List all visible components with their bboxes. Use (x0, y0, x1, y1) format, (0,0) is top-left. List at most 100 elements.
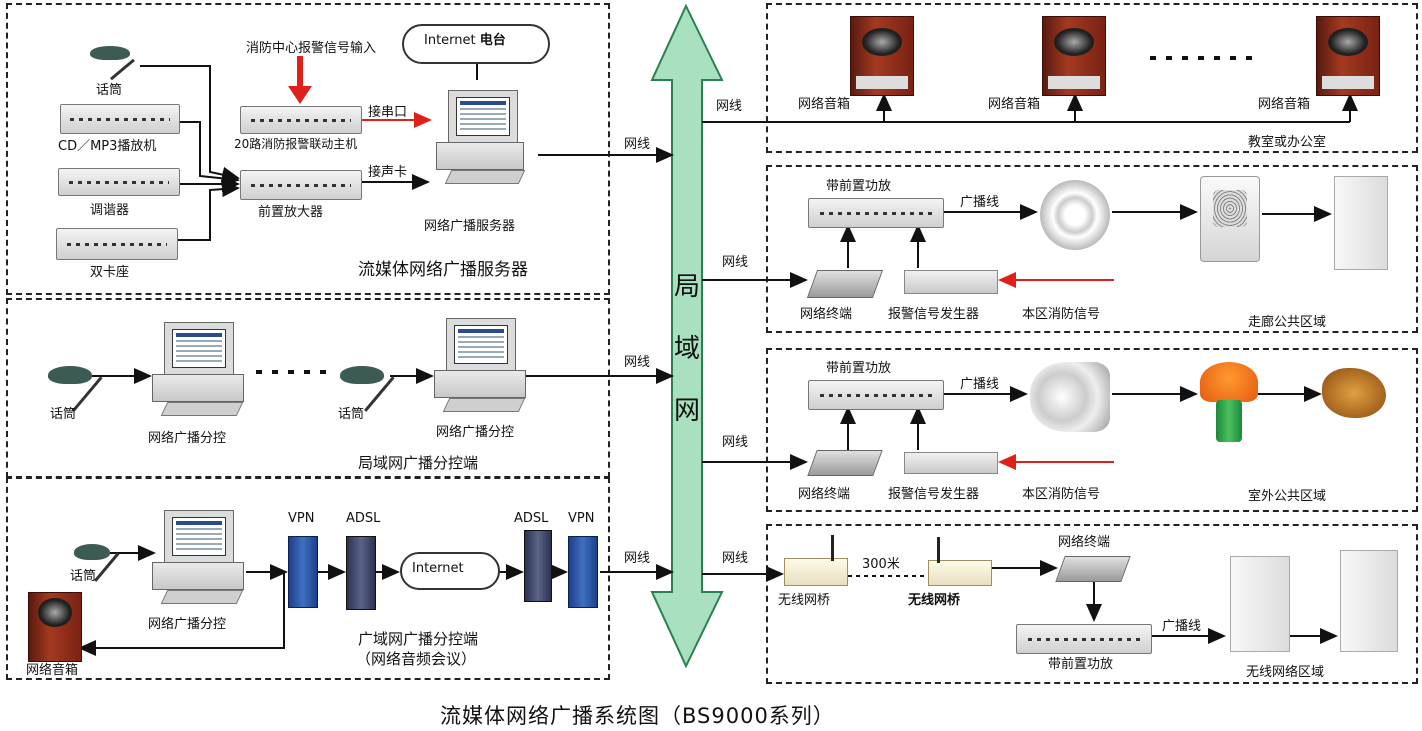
mic-4 (72, 504, 132, 582)
mic-3 (336, 318, 406, 412)
wireless-bridge-1 (784, 535, 848, 586)
tuner (58, 168, 180, 196)
label-r-net-2: 网线 (722, 255, 749, 270)
label-serial: 接串口 (368, 105, 408, 120)
label-tuner: 调谐器 (90, 203, 130, 218)
label-net-line-1: 网线 (624, 137, 651, 152)
label-sub-1: 网络广播分控 (148, 431, 227, 446)
alarm-host (240, 106, 362, 134)
adsl-modem-2 (524, 530, 552, 602)
label-bcast-1: 广播线 (960, 195, 1000, 210)
adsl-modem-1 (346, 536, 376, 610)
wireless-bridge-2 (928, 537, 992, 586)
label-speaker-b: 网络音箱 (988, 97, 1041, 112)
server-pc (430, 90, 538, 190)
preamp (240, 170, 362, 200)
mic-2 (44, 318, 114, 412)
alarm-generator-1 (904, 270, 998, 294)
zone-box-wireless (766, 524, 1418, 684)
amplifier-1 (808, 198, 944, 228)
label-internet-cloud: Internet (412, 561, 464, 576)
label-amp-2: 带前置功放 (826, 361, 892, 376)
label-net-line-3: 网线 (624, 551, 651, 566)
sub-pc-1 (150, 322, 250, 418)
mushroom-speaker (1200, 362, 1258, 444)
mic-1 (86, 22, 146, 81)
label-speaker-left: 网络音箱 (26, 663, 79, 678)
amplifier-2 (808, 380, 944, 410)
label-lan-1: 局 (674, 272, 701, 302)
label-mic-4: 话筒 (70, 569, 97, 584)
label-server: 网络广播服务器 (424, 219, 516, 234)
label-bcast-2: 广播线 (960, 377, 1000, 392)
alarm-generator-2 (904, 452, 998, 474)
label-section-wan-2: （网络音频会议） (356, 650, 477, 668)
network-terminal-1 (806, 270, 884, 298)
label-alarmgen-2: 报警信号发生器 (888, 487, 980, 502)
label-internet-radio-internet: Internet (424, 33, 476, 48)
label-mic-3: 话筒 (338, 407, 365, 422)
label-r-net-1: 网线 (716, 99, 743, 114)
label-term-2: 网络终端 (798, 487, 851, 502)
lan-arrow (650, 3, 724, 669)
sub-pc-2 (432, 318, 532, 414)
ceiling-speaker (1040, 180, 1110, 250)
label-sub-3: 网络广播分控 (148, 617, 227, 632)
label-zone-wireless: 无线网络区域 (1246, 665, 1325, 680)
label-preamp: 前置放大器 (258, 205, 324, 220)
column-speaker-2 (1230, 556, 1290, 652)
label-fire-center-input: 消防中心报警信号输入 (246, 41, 377, 56)
speaker-b (1042, 16, 1106, 96)
label-zone-classroom: 教室或办公室 (1248, 135, 1327, 150)
label-speaker-a: 网络音箱 (798, 97, 851, 112)
label-adsl-1: ADSL (346, 511, 381, 526)
label-r-net-4: 网线 (722, 551, 749, 566)
horn-speaker (1030, 362, 1110, 432)
zone-box-outdoor (766, 348, 1418, 512)
label-net-line-2: 网线 (624, 355, 651, 370)
column-speaker-3 (1340, 550, 1398, 652)
label-cdmp3: CD／MP3播放机 (58, 139, 157, 154)
speaker-a (850, 16, 914, 96)
label-vpn-2: VPN (568, 511, 595, 526)
cassette-deck (56, 228, 178, 260)
label-lan-2: 域 (674, 334, 701, 364)
label-alarmgen-1: 报警信号发生器 (888, 307, 980, 322)
label-vpn-1: VPN (288, 511, 315, 526)
label-bridge-2: 无线网桥 (908, 593, 961, 608)
label-amp-1: 带前置功放 (826, 179, 892, 194)
vpn-device-1 (288, 536, 318, 608)
vpn-device-2 (568, 536, 598, 608)
label-section-lan: 局域网广播分控端 (358, 454, 479, 472)
label-alarm-host: 20路消防报警联动主机 (234, 137, 358, 151)
label-section-wan-1: 广域网广播分控端 (358, 630, 479, 648)
main-title: 流媒体网络广播系统图（BS9000系列） (440, 704, 835, 728)
zone-box-classroom (766, 3, 1418, 153)
network-terminal-2 (807, 450, 883, 476)
label-bridge-1: 无线网桥 (778, 593, 831, 608)
label-bcast-3: 广播线 (1162, 619, 1202, 634)
internet-cloud (400, 552, 500, 590)
label-term-3: 网络终端 (1058, 535, 1111, 550)
label-speaker-c: 网络音箱 (1258, 97, 1311, 112)
label-zone-corridor: 走廊公共区域 (1248, 315, 1327, 330)
label-distance: 300米 (862, 557, 900, 572)
label-mic-1: 话筒 (96, 83, 123, 98)
label-section-server: 流媒体网络广播服务器 (358, 260, 528, 280)
speaker-left (28, 592, 82, 662)
label-soundcard: 接声卡 (368, 165, 408, 180)
speaker-c (1316, 16, 1380, 96)
label-sub-2: 网络广播分控 (436, 425, 515, 440)
label-internet-radio-station: 电台 (479, 33, 506, 48)
wall-speaker (1200, 176, 1260, 262)
amplifier-3 (1016, 624, 1152, 654)
label-lan-3: 网 (674, 396, 701, 426)
label-local-fire-1: 本区消防信号 (1022, 307, 1101, 322)
internet-radio-cloud (402, 24, 550, 64)
rock-speaker (1322, 368, 1386, 418)
label-adsl-2: ADSL (514, 511, 549, 526)
label-term-1: 网络终端 (800, 307, 853, 322)
column-speaker-1 (1334, 176, 1388, 270)
label-zone-outdoor: 室外公共区域 (1248, 489, 1327, 504)
